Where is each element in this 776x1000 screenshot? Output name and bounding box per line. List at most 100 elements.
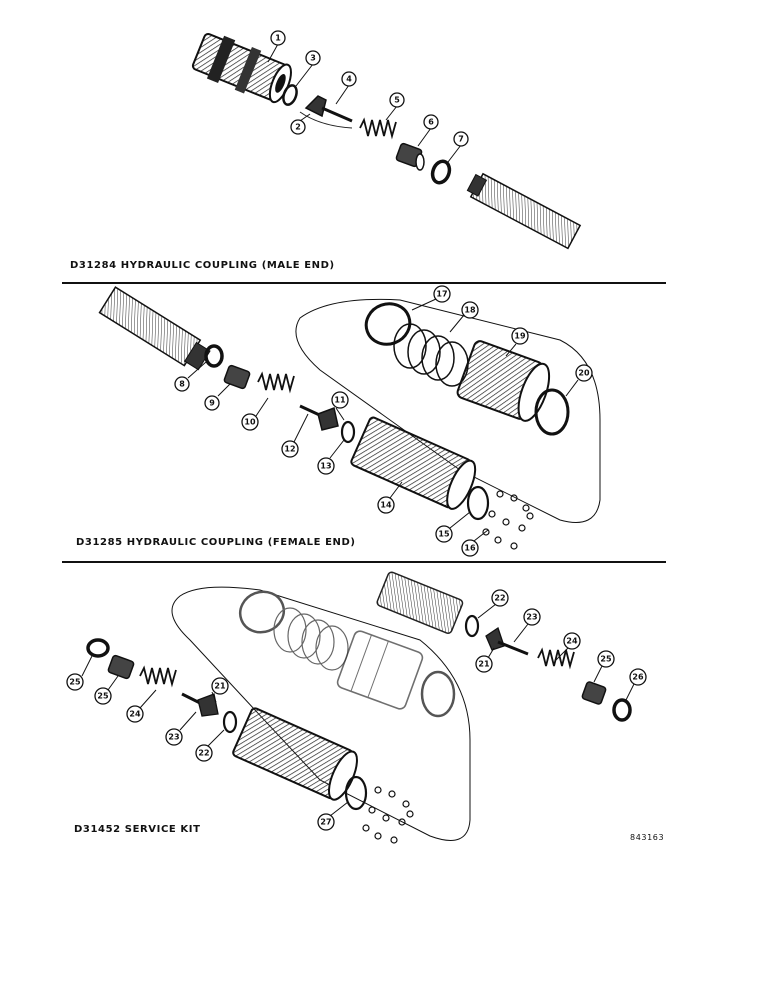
- callout-16: 16: [461, 529, 489, 557]
- sleeve-part: [350, 416, 477, 510]
- callout-15: 15: [435, 511, 471, 543]
- o-ring-part: [464, 614, 480, 638]
- poppet-valve-part: [299, 95, 353, 129]
- svg-text:19: 19: [514, 332, 526, 341]
- washer-part: [86, 638, 110, 658]
- svg-text:25: 25: [97, 692, 109, 701]
- coupling-body-part: [191, 32, 292, 104]
- spring-part: [257, 371, 295, 394]
- callout-23: 23: [165, 711, 197, 746]
- o-ring-part: [222, 710, 238, 734]
- assembly-outline: [171, 586, 471, 841]
- svg-text:21: 21: [478, 660, 490, 669]
- svg-text:23: 23: [168, 733, 179, 742]
- section-caption-male-end: D31284 HYDRAULIC COUPLING (MALE END): [70, 260, 335, 271]
- callout-7: 7: [447, 131, 469, 163]
- svg-text:22: 22: [494, 594, 505, 603]
- snap-ring-part: [534, 388, 570, 436]
- callout-1: 1: [267, 30, 286, 63]
- snap-ring-part: [238, 590, 286, 634]
- svg-text:18: 18: [464, 306, 476, 315]
- poppet-valve-part: [299, 404, 339, 431]
- callout-6: 6: [417, 114, 439, 147]
- female-end-assembly: 17 18 19 20 8 9 10: [98, 285, 601, 557]
- o-ring-part: [466, 485, 490, 521]
- svg-text:9: 9: [209, 399, 215, 408]
- callout-17: 17: [411, 285, 451, 311]
- callout-10: 10: [241, 397, 269, 431]
- section-divider: [62, 282, 666, 284]
- callout-21: 21: [475, 647, 495, 673]
- callout-22: 22: [477, 589, 509, 619]
- svg-text:26: 26: [632, 673, 644, 682]
- spring-part: [537, 647, 575, 670]
- svg-text:4: 4: [346, 75, 352, 84]
- callout-20: 20: [565, 364, 593, 397]
- guide-part: [223, 364, 251, 390]
- section-caption-service-kit: D31452 SERVICE KIT: [74, 824, 201, 835]
- callout-24: 24: [126, 689, 157, 723]
- callout-14: 14: [377, 481, 403, 514]
- svg-text:2: 2: [295, 123, 301, 132]
- callout-25: 25: [66, 655, 93, 691]
- svg-text:15: 15: [438, 530, 450, 539]
- figure-code: 843163: [630, 833, 665, 842]
- section-caption-female-end: D31285 HYDRAULIC COUPLING (FEMALE END): [76, 537, 356, 548]
- callout-13: 13: [317, 439, 345, 475]
- ball-bearings: [482, 490, 534, 550]
- svg-text:24: 24: [129, 710, 141, 719]
- svg-text:17: 17: [436, 290, 447, 299]
- callout-19: 19: [505, 327, 529, 357]
- hose-fitting-part: [98, 286, 211, 371]
- svg-text:3: 3: [310, 54, 316, 63]
- coupling-body-part: [376, 571, 464, 634]
- callout-21: 21: [211, 677, 229, 703]
- svg-text:20: 20: [578, 369, 590, 378]
- callout-3: 3: [295, 50, 321, 87]
- guide-part: [395, 142, 425, 171]
- o-ring-part: [344, 775, 368, 811]
- callout-2: 2: [290, 113, 311, 135]
- poppet-valve-part: [485, 626, 529, 656]
- callout-11: 11: [331, 391, 349, 421]
- callout-27: 27: [317, 801, 349, 831]
- collar-part: [456, 340, 551, 422]
- o-ring-part: [340, 420, 356, 444]
- sleeve-part: [232, 707, 358, 801]
- callout-26: 26: [625, 668, 647, 701]
- svg-text:5: 5: [394, 96, 400, 105]
- service-kit-assembly: 22 23 24 25 26 21 25: [66, 571, 647, 844]
- assembly-outline: [295, 298, 601, 523]
- callout-5: 5: [385, 92, 405, 121]
- washer-part: [430, 159, 452, 185]
- svg-text:23: 23: [526, 613, 537, 622]
- callout-24: 24: [555, 632, 581, 661]
- poppet-valve-part: [181, 692, 219, 717]
- male-end-assembly: 1 3 4 2 5 6 7: [191, 30, 582, 250]
- hose-fitting-part: [466, 172, 582, 250]
- callout-25: 25: [593, 650, 615, 683]
- spring-part: [359, 117, 397, 140]
- washer-part: [612, 698, 632, 722]
- svg-text:1: 1: [275, 34, 281, 43]
- svg-text:12: 12: [284, 445, 295, 454]
- ball-bearings: [362, 786, 414, 844]
- snap-ring-part: [420, 670, 456, 718]
- svg-text:14: 14: [380, 501, 392, 510]
- svg-text:25: 25: [69, 678, 81, 687]
- svg-text:10: 10: [244, 418, 256, 427]
- callout-22: 22: [195, 729, 225, 762]
- svg-text:13: 13: [320, 462, 331, 471]
- svg-text:21: 21: [214, 682, 226, 691]
- guide-part: [581, 681, 607, 705]
- collar-part: [336, 630, 424, 710]
- callout-25: 25: [94, 675, 119, 705]
- callout-8: 8: [174, 361, 207, 392]
- guide-part: [107, 654, 135, 680]
- spring-part: [139, 665, 177, 688]
- svg-text:7: 7: [458, 135, 464, 144]
- o-ring-part: [282, 84, 298, 106]
- svg-text:24: 24: [566, 637, 578, 646]
- svg-text:8: 8: [179, 380, 185, 389]
